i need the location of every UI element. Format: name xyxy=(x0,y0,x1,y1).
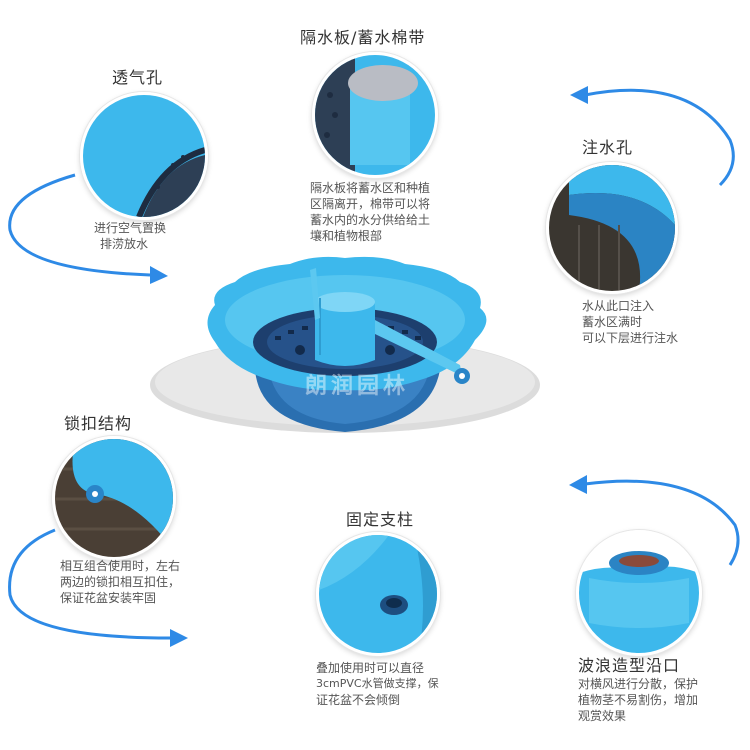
lock-desc-line: 保证花盆安装牢固 xyxy=(60,591,157,605)
pillar-desc-line: 叠加使用时可以直径 xyxy=(316,661,425,675)
pillar-desc-line: 3cmPVC水管做支撑，保 xyxy=(316,677,439,690)
arrow-icon xyxy=(8,528,188,647)
inlet-desc: 水从此口注入 蓄水区满时 可以下层进行注水 xyxy=(582,298,678,346)
inlet-desc-line: 水从此口注入 xyxy=(582,299,655,313)
wave-desc: 对横风进行分散，保护 植物茎不易割伤，增加 观赏效果 xyxy=(578,676,698,724)
wave-desc-line: 植物茎不易割伤，增加 xyxy=(578,693,699,707)
arrow-icon xyxy=(570,86,735,187)
lock-desc: 相互组合使用时，左右 两边的锁扣相互扣住， 保证花盆安装牢固 xyxy=(60,558,180,606)
wave-desc-line: 观赏效果 xyxy=(578,709,627,723)
separator-desc-line: 隔水板将蓄水区和种植 xyxy=(310,181,431,195)
lock-desc-line: 两边的锁扣相互扣住， xyxy=(60,575,181,589)
pillar-photo xyxy=(316,532,440,656)
wave-title: 波浪造型沿口 xyxy=(578,656,681,675)
separator-desc-line: 区隔离开，棉带可以将 xyxy=(310,197,431,211)
inlet-desc-line: 蓄水区满时 xyxy=(582,315,643,329)
wave-desc-line: 对横风进行分散，保护 xyxy=(578,677,699,691)
separator-desc: 隔水板将蓄水区和种植 区隔离开，棉带可以将 蓄水内的水分供给给土 壤和植物根部 xyxy=(310,180,430,244)
wave-photo xyxy=(576,530,702,656)
breathable-desc-line: 进行空气置换 xyxy=(94,221,167,235)
breathable-title: 透气孔 xyxy=(112,68,164,87)
breathable-photo xyxy=(80,92,208,220)
lock-photo xyxy=(52,436,176,560)
inlet-desc-line: 可以下层进行注水 xyxy=(582,331,679,345)
separator-title: 隔水板/蓄水棉带 xyxy=(300,28,426,47)
separator-desc-line: 壤和植物根部 xyxy=(310,229,383,243)
arrow-icon xyxy=(8,173,168,284)
pillar-desc: 叠加使用时可以直径 3cmPVC水管做支撑，保 证花盆不会倾倒 xyxy=(316,660,439,708)
lock-desc-line: 相互组合使用时，左右 xyxy=(60,559,181,573)
separator-desc-line: 蓄水内的水分供给给土 xyxy=(310,213,431,227)
product-image: 朗润园林 xyxy=(140,250,570,450)
breathable-desc-line: 排涝放水 xyxy=(100,237,149,251)
pillar-title: 固定支柱 xyxy=(346,510,415,529)
separator-photo xyxy=(312,52,438,178)
arrow-icon xyxy=(569,475,740,566)
inlet-title: 注水孔 xyxy=(582,138,634,157)
lock-title: 锁扣结构 xyxy=(64,414,133,433)
pillar-desc-line: 证花盆不会倾倒 xyxy=(316,693,401,707)
watermark-text: 朗润园林 xyxy=(305,374,410,399)
inlet-photo xyxy=(546,162,678,294)
breathable-desc: 进行空气置换 排涝放水 xyxy=(94,220,166,252)
